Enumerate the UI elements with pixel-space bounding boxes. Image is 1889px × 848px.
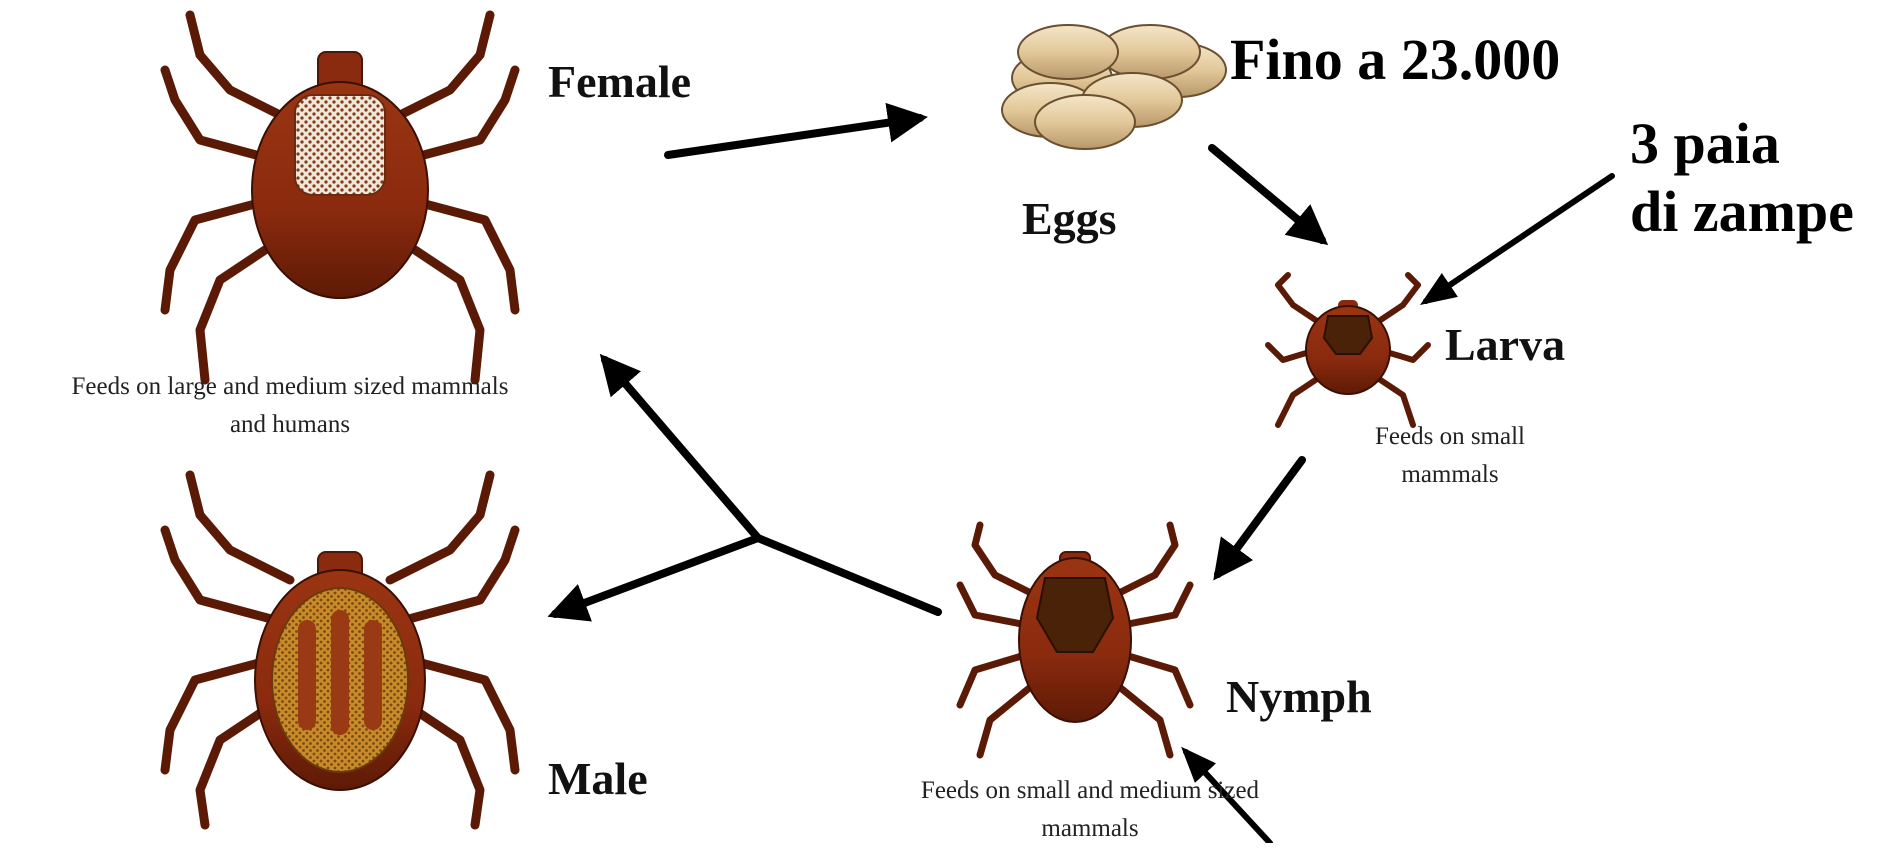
arrow-branch-to-male	[555, 538, 758, 614]
note-larva: Feeds on small mammals	[1325, 418, 1575, 494]
note-nymph-line2: mammals	[855, 810, 1325, 848]
label-female: Female	[548, 55, 691, 108]
arrow-nymph-branch	[758, 538, 938, 612]
note-larva-line1: Feeds on small	[1325, 418, 1575, 456]
arrow-eggs-to-larva	[1212, 148, 1322, 240]
label-male: Male	[548, 752, 648, 805]
label-larva: Larva	[1445, 318, 1565, 371]
label-larva-legs-line2: di zampe	[1630, 178, 1854, 246]
note-nymph: Feeds on small and medium sized mammals	[855, 772, 1325, 848]
label-nymph: Nymph	[1226, 670, 1372, 723]
arrow-larva-to-nymph	[1218, 460, 1302, 574]
pointer-legs-to-larva	[1426, 176, 1612, 301]
arrow-female-to-eggs	[668, 118, 920, 155]
note-female-line2: and humans	[0, 406, 580, 444]
note-nymph-line1: Feeds on small and medium sized	[855, 772, 1325, 810]
male-tick-illustration	[165, 475, 515, 825]
arrow-branch-to-female	[605, 360, 758, 538]
note-larva-line2: mammals	[1325, 456, 1575, 494]
label-larva-legs: 3 paia di zampe	[1630, 110, 1854, 246]
nymph-tick-illustration	[960, 525, 1190, 755]
eggs-illustration	[1002, 25, 1226, 149]
larva-tick-illustration	[1268, 275, 1428, 425]
female-tick-illustration	[165, 15, 515, 380]
label-eggs: Eggs	[1022, 192, 1117, 245]
label-larva-legs-line1: 3 paia	[1630, 110, 1854, 178]
label-eggs-count: Fino a 23.000	[1230, 26, 1560, 93]
note-female-line1: Feeds on large and medium sized mammals	[0, 368, 580, 406]
note-female: Feeds on large and medium sized mammals …	[0, 368, 580, 444]
